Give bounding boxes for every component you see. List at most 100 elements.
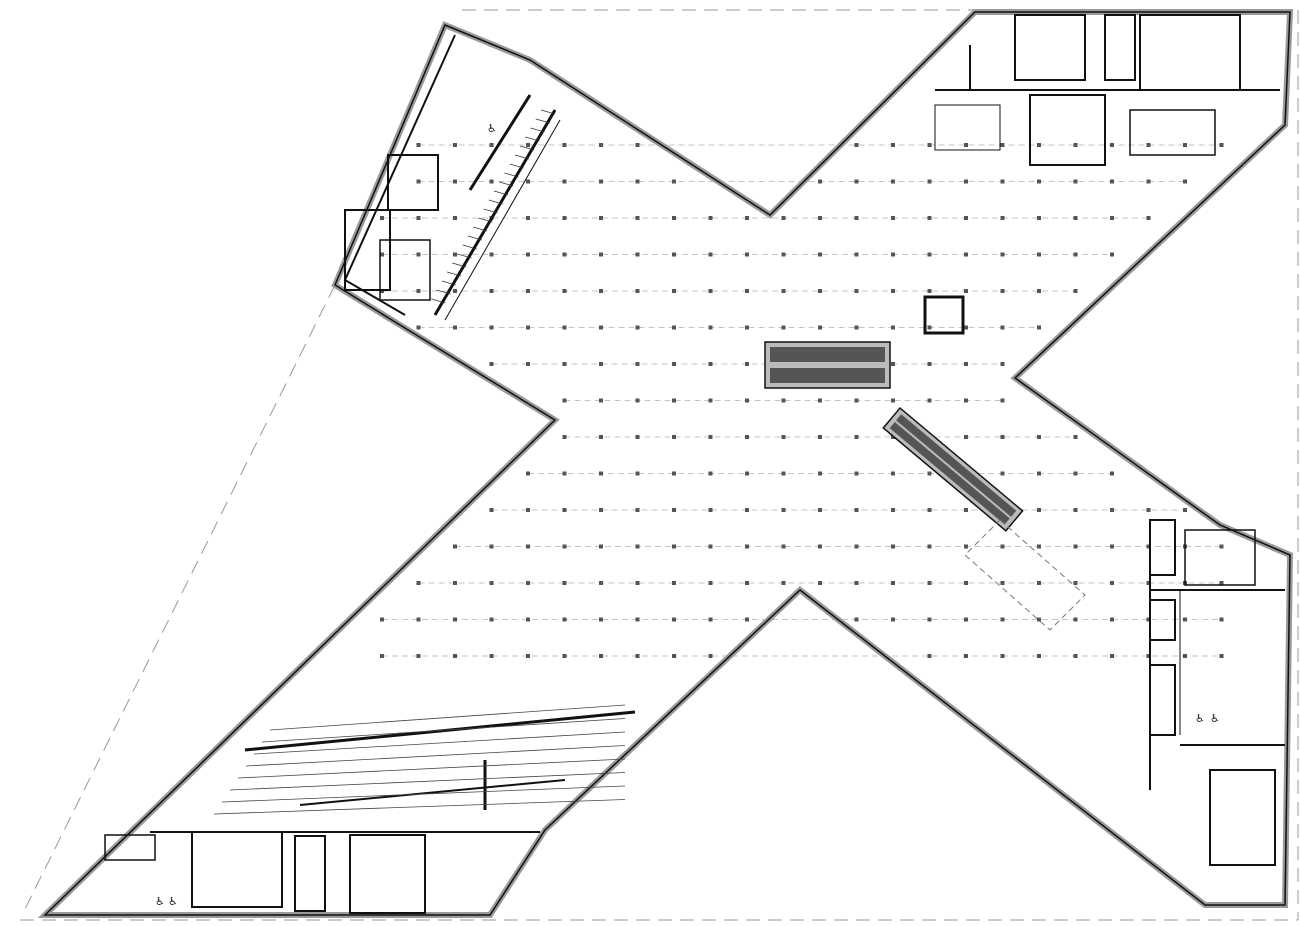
column xyxy=(672,179,676,184)
nw-stair xyxy=(344,209,391,291)
column xyxy=(1037,544,1041,549)
column xyxy=(708,289,713,293)
ne-room-2 xyxy=(934,104,1001,151)
column xyxy=(818,216,822,220)
column xyxy=(416,252,421,257)
column xyxy=(854,617,859,622)
column xyxy=(1000,289,1005,293)
column xyxy=(562,252,567,257)
column xyxy=(745,362,749,366)
column xyxy=(416,143,421,147)
stair-tread xyxy=(441,280,456,286)
column xyxy=(1110,471,1114,476)
column xyxy=(781,216,786,220)
column xyxy=(927,654,932,658)
column xyxy=(453,581,457,585)
column xyxy=(745,471,749,476)
column xyxy=(1219,654,1224,658)
column xyxy=(745,398,749,403)
nw-stair-rail xyxy=(444,119,561,321)
column xyxy=(1000,179,1005,184)
column xyxy=(781,289,786,293)
column xyxy=(1037,508,1041,512)
stair-tread xyxy=(499,181,514,187)
column xyxy=(526,581,530,585)
column xyxy=(964,252,968,257)
column xyxy=(672,252,676,257)
column xyxy=(854,508,859,512)
column xyxy=(1037,252,1041,257)
column xyxy=(891,398,895,403)
column xyxy=(599,289,603,293)
column xyxy=(635,435,640,439)
column xyxy=(1037,581,1041,585)
column xyxy=(1183,654,1187,658)
column xyxy=(781,508,786,512)
nw-elevator xyxy=(387,154,439,211)
column xyxy=(599,252,603,257)
column xyxy=(854,435,859,439)
ne-toilets xyxy=(1139,14,1241,91)
column xyxy=(599,216,603,220)
escalator-horizontal xyxy=(764,341,891,389)
stair-tread xyxy=(457,253,472,259)
escalator-lane xyxy=(770,368,885,383)
nw-wall xyxy=(468,94,532,191)
column xyxy=(526,362,530,366)
column xyxy=(781,544,786,549)
seating-tier xyxy=(213,799,626,815)
column xyxy=(489,654,494,658)
column xyxy=(927,143,932,147)
column xyxy=(1000,654,1005,658)
column xyxy=(599,471,603,476)
column xyxy=(672,581,676,585)
column xyxy=(1073,544,1078,549)
column xyxy=(526,143,530,147)
column xyxy=(854,471,859,476)
column xyxy=(745,289,749,293)
column xyxy=(964,325,968,330)
column xyxy=(854,252,859,257)
column xyxy=(1110,143,1114,147)
column xyxy=(1000,362,1005,366)
south-toilets xyxy=(191,831,283,908)
column xyxy=(1037,143,1041,147)
column xyxy=(489,544,494,549)
column xyxy=(1000,471,1005,476)
column xyxy=(635,617,640,622)
column xyxy=(927,471,932,476)
seating-tier xyxy=(221,785,626,803)
column xyxy=(453,617,457,622)
column xyxy=(1183,179,1187,184)
column xyxy=(526,252,530,257)
column xyxy=(1110,508,1114,512)
column xyxy=(380,654,384,658)
east-core xyxy=(1149,519,1285,866)
column xyxy=(745,508,749,512)
column xyxy=(818,435,822,439)
column xyxy=(562,289,567,293)
column xyxy=(599,398,603,403)
nw-room xyxy=(379,239,431,301)
column xyxy=(526,654,530,658)
column xyxy=(1219,581,1224,585)
column xyxy=(526,216,530,220)
column xyxy=(1073,435,1078,439)
column xyxy=(854,581,859,585)
column xyxy=(1037,289,1041,293)
column xyxy=(891,508,895,512)
column xyxy=(927,508,932,512)
escalator-diagonal xyxy=(882,406,1024,532)
column xyxy=(526,289,530,293)
column xyxy=(1073,617,1078,622)
column xyxy=(1183,143,1187,147)
column xyxy=(599,544,603,549)
column xyxy=(964,362,968,366)
column xyxy=(891,143,895,147)
column xyxy=(927,325,932,330)
column xyxy=(854,143,859,147)
column xyxy=(1000,398,1005,403)
column xyxy=(635,654,640,658)
column xyxy=(453,654,457,658)
column xyxy=(672,654,676,658)
